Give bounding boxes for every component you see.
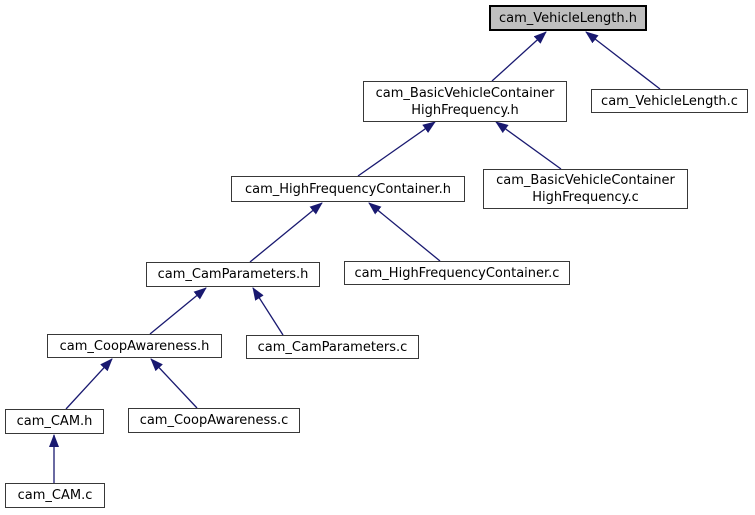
edge-cam_h-to-coopawareness_h — [65, 358, 113, 410]
node-cam_VehicleLength-c[interactable]: cam_VehicleLength.c — [591, 89, 748, 113]
node-cam_HighFrequencyContainer-h[interactable]: cam_HighFrequencyContainer.h — [231, 176, 465, 202]
edge-camparameters_c-to-camparameters_h — [252, 287, 284, 336]
node-cam_VehicleLength-h: cam_VehicleLength.h — [489, 5, 647, 31]
node-cam_BasicVehicleContainerHighFrequency-c[interactable]: cam_BasicVehicleContainer HighFrequency.… — [483, 169, 688, 209]
node-cam_CoopAwareness-c[interactable]: cam_CoopAwareness.c — [128, 408, 300, 433]
edge-coopawareness_c-to-coopawareness_h — [150, 358, 198, 409]
node-cam_CamParameters-c[interactable]: cam_CamParameters.c — [246, 335, 419, 359]
node-cam_CAM-h[interactable]: cam_CAM.h — [5, 409, 104, 434]
node-cam_CamParameters-h[interactable]: cam_CamParameters.h — [146, 262, 320, 287]
edge-basicvehiclecontainerhighfrequency_h-to-vehiclelength_h — [491, 31, 547, 82]
edge-highfrequencycontainer_h-to-basicvehiclecontainerhighfrequency_h — [357, 121, 436, 177]
node-cam_BasicVehicleContainerHighFrequency-h[interactable]: cam_BasicVehicleContainer HighFrequency.… — [363, 81, 567, 122]
node-cam_HighFrequencyContainer-c[interactable]: cam_HighFrequencyContainer.c — [344, 261, 570, 285]
edge-camparameters_h-to-highfrequencycontainer_h — [249, 202, 323, 263]
edge-vehiclelength_c-to-vehiclelength_h — [585, 31, 661, 90]
edge-highfrequencycontainer_c-to-highfrequencycontainer_h — [368, 202, 441, 262]
node-cam_CoopAwareness-h[interactable]: cam_CoopAwareness.h — [47, 334, 222, 358]
edge-basicvehiclecontainerhighfrequency_c-to-basicvehiclecontainerhighfrequency_h — [495, 121, 562, 170]
edge-coopawareness_h-to-camparameters_h — [149, 287, 207, 335]
node-cam_CAM-c[interactable]: cam_CAM.c — [5, 483, 105, 508]
